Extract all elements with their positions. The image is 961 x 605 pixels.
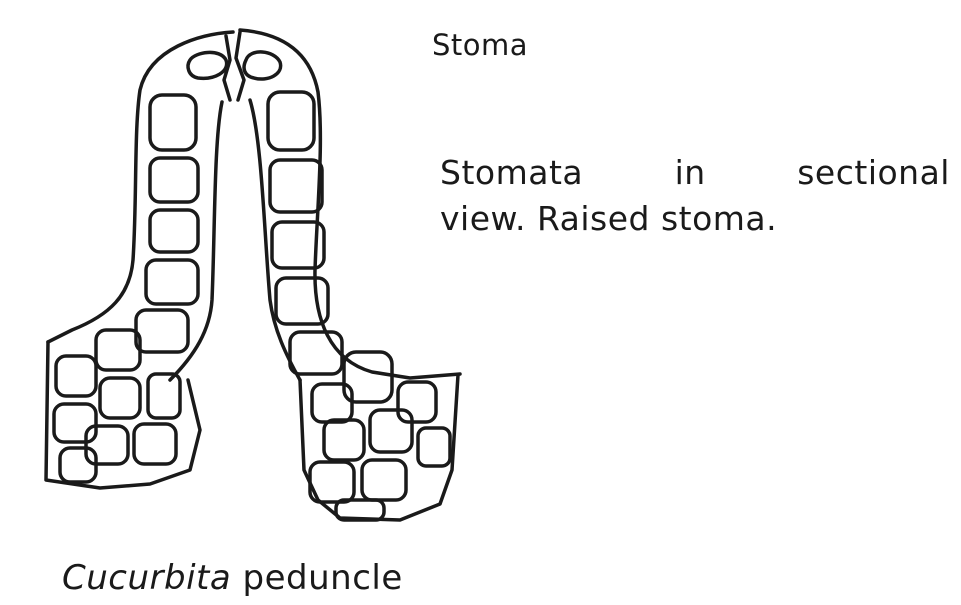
cell — [370, 410, 412, 452]
specimen-label: Cucurbita peduncle — [62, 558, 403, 598]
cell — [54, 404, 96, 442]
cell — [150, 158, 198, 202]
cell — [60, 448, 96, 482]
cell — [398, 382, 436, 422]
cell — [148, 374, 180, 418]
cell — [150, 95, 196, 150]
caption-line-1: Stomata in sectional — [440, 150, 950, 196]
cell — [56, 356, 96, 396]
cell — [150, 210, 198, 252]
cell — [290, 332, 342, 374]
organ-name: peduncle — [243, 558, 403, 598]
cell — [312, 384, 352, 422]
cell — [96, 330, 140, 370]
cell — [146, 260, 198, 304]
cell — [86, 426, 128, 464]
outer-epidermis-outline-right — [240, 30, 460, 378]
cell — [136, 310, 188, 352]
cell — [134, 424, 176, 464]
caption-word: in — [675, 150, 706, 196]
figure-caption: Stomata in sectional view. Raised stoma. — [440, 150, 950, 242]
caption-line-2: view. Raised stoma. — [440, 196, 950, 242]
cell — [418, 428, 450, 466]
cell — [324, 420, 364, 460]
stoma-label: Stoma — [432, 28, 528, 62]
guard-cell-left — [188, 52, 227, 78]
cell — [270, 160, 322, 212]
cell — [362, 460, 406, 500]
caption-word: Stomata — [440, 150, 583, 196]
genus-name: Cucurbita — [62, 558, 231, 598]
cell — [100, 378, 140, 418]
guard-cell-right — [244, 52, 281, 79]
caption-word: sectional — [797, 150, 950, 196]
cell — [268, 92, 314, 150]
